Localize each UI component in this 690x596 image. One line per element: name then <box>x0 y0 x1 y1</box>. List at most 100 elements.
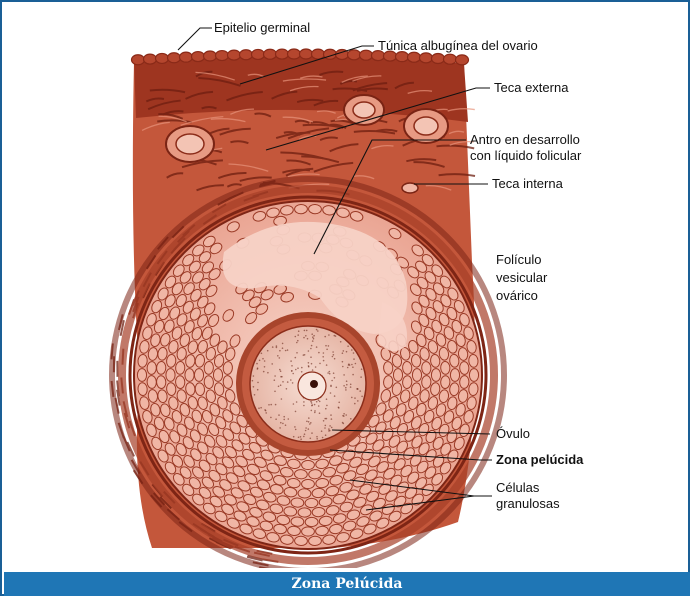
cytoplasm-granule <box>347 345 349 347</box>
cytoplasm-granule <box>288 418 290 420</box>
cytoplasm-granule <box>282 343 284 345</box>
cytoplasm-granule <box>300 436 302 438</box>
cytoplasm-granule <box>279 350 281 352</box>
cytoplasm-granule <box>318 405 320 407</box>
epithelial-cell <box>312 49 325 59</box>
cytoplasm-granule <box>322 356 324 358</box>
granulosa-cell <box>291 517 304 527</box>
cytoplasm-granule <box>274 375 276 377</box>
cytoplasm-granule <box>333 372 335 374</box>
cytoplasm-granule <box>317 330 319 332</box>
cytoplasm-granule <box>314 404 316 406</box>
granulosa-cell <box>175 361 185 374</box>
cytoplasm-granule <box>312 404 314 406</box>
cytoplasm-granule <box>305 430 307 432</box>
cytoplasm-granule <box>257 382 259 384</box>
epithelial-cell <box>420 53 433 63</box>
cytoplasm-granule <box>342 352 344 354</box>
granulosa-cell <box>450 369 459 382</box>
granulosa-cell <box>402 361 412 374</box>
granulosa-cell <box>440 361 450 374</box>
epithelial-cell <box>132 55 145 65</box>
cytoplasm-granule <box>308 421 310 423</box>
cytoplasm-granule <box>326 405 328 407</box>
cytoplasm-granule <box>295 411 297 413</box>
cytoplasm-granule <box>329 425 331 427</box>
cytoplasm-granule <box>281 398 283 400</box>
cytoplasm-granule <box>326 349 328 351</box>
cytoplasm-granule <box>351 397 353 399</box>
cytoplasm-granule <box>312 336 314 338</box>
cytoplasm-granule <box>357 388 359 390</box>
cytoplasm-granule <box>346 384 348 386</box>
cytoplasm-granule <box>298 437 300 439</box>
cytoplasm-granule <box>263 371 265 373</box>
cytoplasm-granule <box>345 387 347 389</box>
cytoplasm-granule <box>311 410 313 412</box>
granulosa-cell <box>305 517 318 526</box>
cytoplasm-granule <box>305 335 307 337</box>
cytoplasm-granule <box>312 340 314 342</box>
cytoplasm-granule <box>272 346 274 348</box>
cytoplasm-granule <box>361 396 363 398</box>
cytoplasm-granule <box>295 357 297 359</box>
cytoplasm-granule <box>357 400 359 402</box>
epithelial-cell <box>300 49 313 59</box>
cytoplasm-granule <box>295 336 297 338</box>
cytoplasm-granule <box>329 430 331 432</box>
cytoplasm-granule <box>311 345 313 347</box>
cytoplasm-granule <box>326 398 328 400</box>
cytoplasm-granule <box>285 350 287 352</box>
cytoplasm-granule <box>316 346 318 348</box>
cytoplasm-granule <box>331 418 333 420</box>
cytoplasm-granule <box>262 358 264 360</box>
cytoplasm-granule <box>304 433 306 435</box>
granulosa-cell <box>459 375 469 388</box>
cytoplasm-granule <box>293 436 295 438</box>
granulosa-cell <box>308 536 321 546</box>
cytoplasm-granule <box>343 413 345 415</box>
epithelial-cell <box>288 49 301 59</box>
granulosa-cell <box>204 375 214 388</box>
granulosa-cell <box>204 361 214 374</box>
cytoplasm-granule <box>354 397 356 399</box>
ovum-complex <box>236 312 380 456</box>
granulosa-cell <box>156 361 166 374</box>
cytoplasm-granule <box>296 401 298 403</box>
granulosa-cell <box>298 489 311 499</box>
cytoplasm-granule <box>322 437 324 439</box>
cytoplasm-granule <box>333 354 335 356</box>
cytoplasm-granule <box>334 395 336 397</box>
cytoplasm-granule <box>305 427 307 429</box>
cytoplasm-granule <box>292 382 294 384</box>
cytoplasm-granule <box>282 381 284 383</box>
cytoplasm-granule <box>345 389 347 391</box>
granulosa-cell <box>312 507 325 517</box>
label-antro-line2: con líquido folicular <box>470 148 582 163</box>
cytoplasm-granule <box>343 350 345 352</box>
cytoplasm-granule <box>324 336 326 338</box>
cytoplasm-granule <box>257 368 259 370</box>
cytoplasm-granule <box>329 371 331 373</box>
cytoplasm-granule <box>252 380 254 382</box>
cytoplasm-granule <box>330 392 332 394</box>
cytoplasm-granule <box>261 353 263 355</box>
granulosa-cell <box>302 527 315 536</box>
cytoplasm-granule <box>253 375 255 377</box>
epithelial-cell <box>456 55 469 65</box>
cytoplasm-granule <box>347 367 349 369</box>
cytoplasm-granule <box>310 348 312 350</box>
cytoplasm-granule <box>332 356 334 358</box>
cytoplasm-granule <box>355 363 357 365</box>
cytoplasm-granule <box>319 363 321 365</box>
label-celulas-line1: Células <box>496 480 540 495</box>
cytoplasm-granule <box>318 399 320 401</box>
cytoplasm-granule <box>325 434 327 436</box>
cytoplasm-granule <box>334 335 336 337</box>
granulosa-cell <box>166 369 175 382</box>
cytoplasm-granule <box>296 342 298 344</box>
granulosa-cell <box>421 361 431 374</box>
cytoplasm-granule <box>290 379 292 381</box>
cytoplasm-granule <box>279 427 281 429</box>
granulosa-cell <box>156 375 166 388</box>
